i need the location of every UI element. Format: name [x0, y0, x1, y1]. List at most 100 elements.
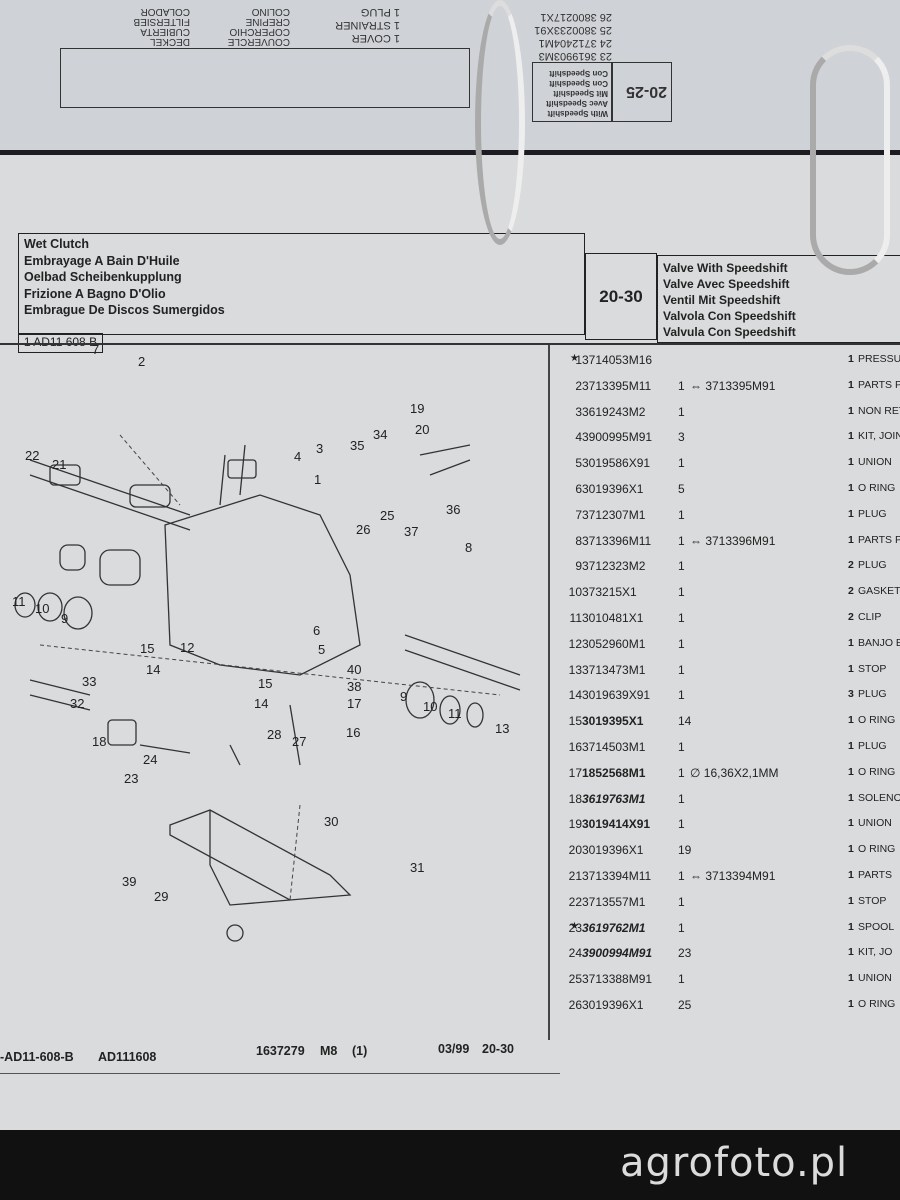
callout: 30 [324, 814, 339, 829]
quantity: 1 [678, 404, 685, 419]
description: GASKET [858, 585, 900, 598]
item-number: 5 [575, 456, 582, 471]
prev-desc: 1 COVER [351, 32, 400, 44]
part-number: 3900994M91 [582, 946, 653, 961]
callout: 34 [373, 427, 388, 442]
callout: 11 [448, 706, 462, 721]
callout: 37 [404, 524, 419, 539]
description: KIT, JO [858, 946, 893, 959]
level: 1 [848, 946, 854, 959]
callout: 5 [318, 642, 326, 657]
note: ∅ 16,36X2,1MM [690, 765, 779, 780]
description: UNION [858, 456, 892, 469]
callout: 23 [124, 771, 139, 786]
previous-page: 20-25 With Speedshift Avec Speedshift Mi… [0, 0, 900, 150]
part-number: 3019586X91 [582, 456, 651, 471]
prev-desc: 1 STRAINER [335, 19, 400, 31]
part-number: 3712323M2 [582, 559, 646, 574]
item-number: 13 [568, 662, 582, 677]
title-fr: Embrayage A Bain D'Huile [24, 253, 180, 268]
item-number: 20 [568, 843, 582, 858]
section-code: 20-30 [585, 253, 657, 340]
description: PLUG [858, 507, 887, 520]
footer-date: 03/99 [438, 1042, 470, 1056]
prev-translation: FILTERSIEB [133, 16, 191, 27]
level: 1 [848, 765, 854, 778]
item-number: 19 [568, 817, 582, 832]
binder-edge [0, 1130, 900, 1200]
callout: 25 [380, 508, 395, 523]
level: 1 [848, 843, 854, 856]
quantity: 14 [678, 714, 692, 729]
callout: 38 [347, 679, 362, 694]
item-number: 12 [568, 636, 582, 651]
quantity: 1 [678, 869, 685, 883]
callout: 40 [347, 662, 362, 677]
description: O RING [858, 482, 896, 494]
description: STOP [858, 662, 887, 675]
quantity: 1 [678, 662, 685, 677]
part-number: 1852568M1 [582, 765, 646, 780]
part-number: 3019396X1 [582, 482, 644, 496]
part-number: 3019396X1 [582, 843, 644, 858]
callout: 17 [347, 696, 362, 711]
valve-drawing [14, 434, 521, 942]
description: UNION [858, 972, 892, 985]
column-divider [548, 345, 550, 1040]
callout: 14 [146, 662, 161, 677]
level: 1 [848, 353, 854, 365]
quantity: 1 [678, 765, 685, 780]
footer-doc: 1637279 [256, 1044, 305, 1058]
description: KIT, JOINT [858, 430, 900, 443]
spool [29, 459, 191, 531]
variant-fr: Valve Avec Speedshift [663, 277, 790, 291]
variant-es: Valvula Con Speedshift [663, 325, 796, 339]
callout: 11 [12, 594, 26, 609]
callout: 35 [350, 438, 365, 453]
part-number: 3010481X1 [582, 611, 644, 625]
part-number: 373215X1 [582, 585, 637, 600]
quantity: 5 [678, 482, 685, 496]
prev-row: 24 3712404M1 [538, 37, 612, 49]
note: ⇔ 3713394M91 [690, 869, 776, 883]
prev-section-code: 20-25 [626, 83, 667, 100]
callout: 39 [122, 874, 137, 889]
prev-variant: Con Speedshift [549, 69, 608, 78]
variant-de: Ventil Mit Speedshift [663, 293, 781, 307]
footer-sub: (1) [352, 1044, 368, 1058]
callout: 33 [82, 674, 97, 689]
title-block: Wet Clutch Embrayage A Bain D'Huile Oelb… [18, 233, 585, 335]
quantity: 1 [678, 894, 685, 909]
part-number: 3712307M1 [582, 507, 646, 522]
prev-header-box [60, 48, 470, 108]
callout: 18 [92, 734, 107, 749]
level: 1 [848, 740, 854, 752]
catalog-page: Wet Clutch Embrayage A Bain D'Huile Oelb… [0, 155, 900, 1145]
part-number: 3052960M1 [582, 636, 646, 651]
level: 1 [848, 714, 854, 727]
quantity: 1 [678, 688, 685, 703]
quantity: 1 [678, 636, 685, 651]
variant-en: Valve With Speedshift [663, 261, 788, 275]
callout: 21 [52, 457, 67, 472]
prev-translation: CUBIERTA [140, 26, 190, 37]
callout: 22 [25, 448, 40, 463]
level: 2 [848, 611, 854, 623]
callout: 10 [35, 601, 50, 616]
quantity: 1 [678, 920, 685, 935]
item-number: 26 [568, 998, 582, 1012]
